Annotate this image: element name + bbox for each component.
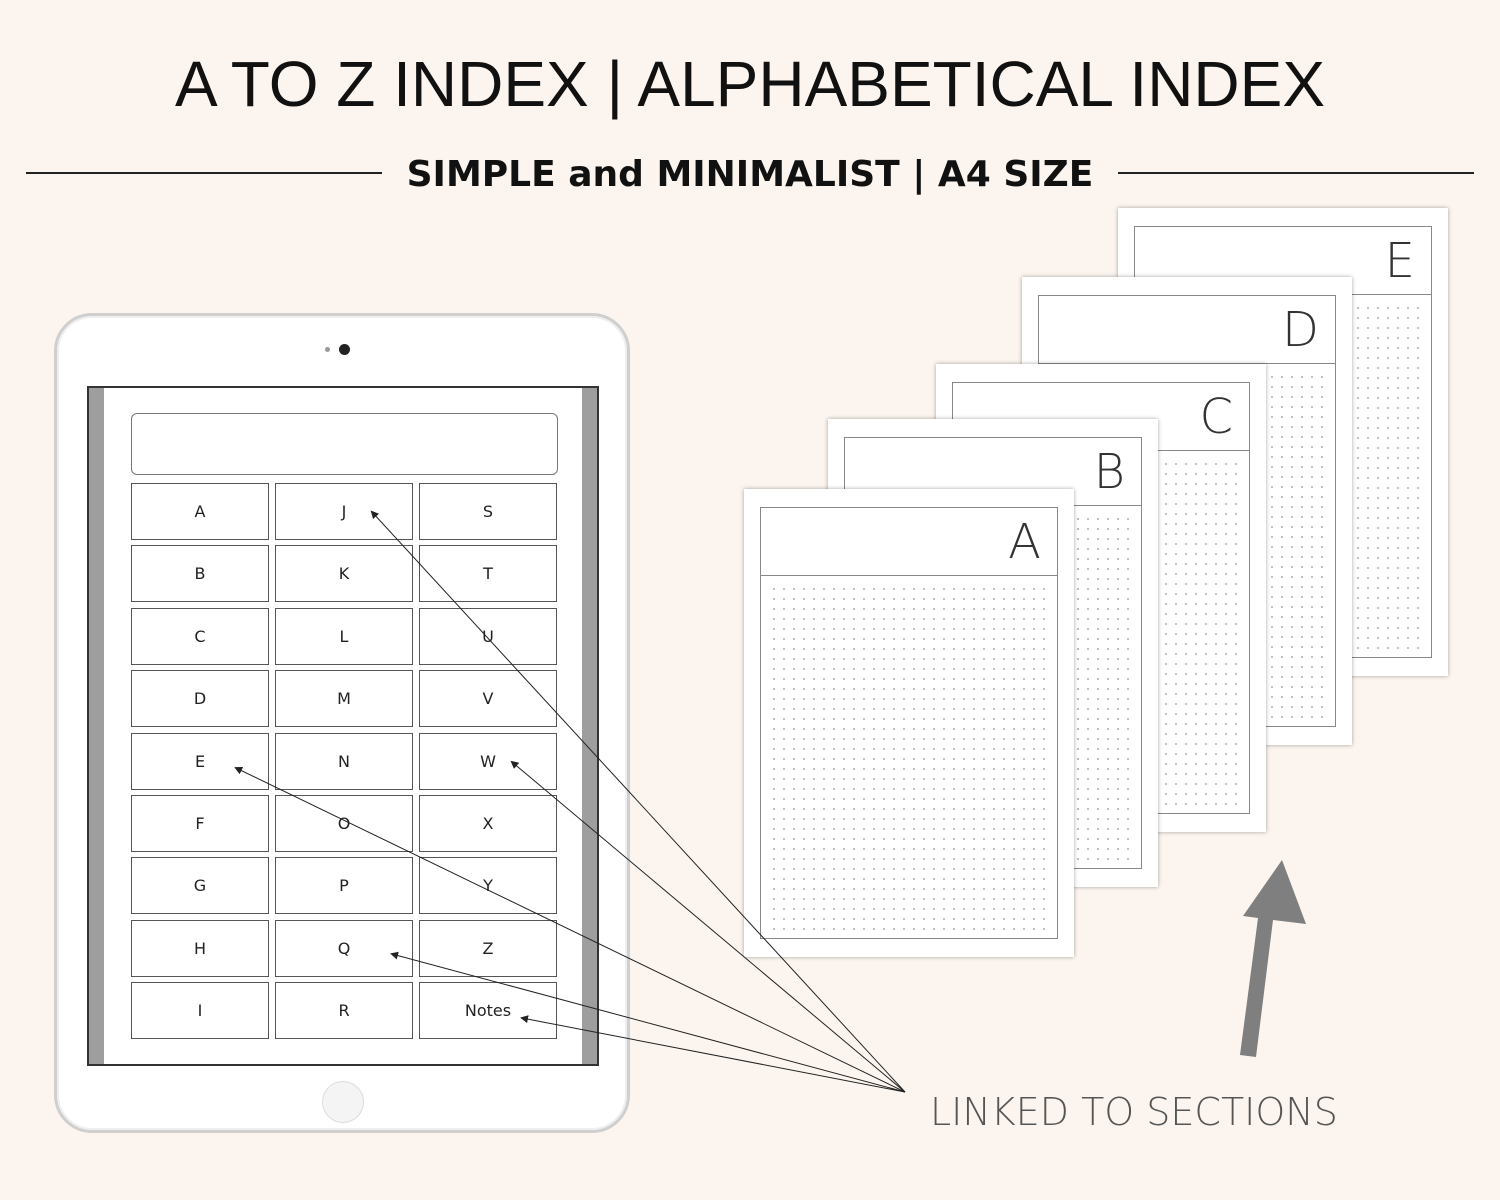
index-link-o[interactable]: O: [275, 794, 413, 852]
index-link-s[interactable]: S: [419, 483, 557, 540]
index-link-f[interactable]: F: [131, 794, 269, 852]
connector-line-notes: [520, 1015, 906, 1093]
index-link-l[interactable]: L: [275, 607, 413, 665]
index-link-u[interactable]: U: [419, 607, 557, 665]
index-link-d[interactable]: D: [131, 670, 269, 728]
caption: LINKED TO SECTIONS: [930, 1090, 1338, 1134]
divider-left: [26, 172, 382, 174]
index-link-t[interactable]: T: [419, 545, 557, 603]
index-link-m[interactable]: M: [275, 670, 413, 728]
index-link-r[interactable]: R: [275, 982, 413, 1040]
index-link-a[interactable]: A: [131, 483, 269, 540]
section-page-a: A: [744, 489, 1074, 957]
page-title: A TO Z INDEX | ALPHABETICAL INDEX: [174, 48, 1326, 120]
index-link-e[interactable]: E: [131, 732, 269, 790]
connector-line-w: [510, 760, 906, 1093]
connector-line-e: [234, 767, 906, 1093]
subtitle: SIMPLE and MINIMALIST | A4 SIZE: [406, 154, 1094, 195]
subtitle-row: SIMPLE and MINIMALIST | A4 SIZE: [26, 150, 1474, 196]
index-link-k[interactable]: K: [275, 545, 413, 603]
sensor-dot: [325, 347, 330, 352]
connector-line-j: [370, 510, 906, 1093]
index-link-b[interactable]: B: [131, 545, 269, 603]
home-button[interactable]: [322, 1081, 364, 1123]
section-letter-b: B: [1093, 444, 1125, 500]
section-letter-e: E: [1384, 233, 1415, 289]
index-link-v[interactable]: V: [419, 670, 557, 728]
section-letter-a: A: [1008, 514, 1041, 570]
section-letter-d: D: [1282, 302, 1319, 358]
dot-grid: [769, 584, 1049, 930]
index-link-j[interactable]: J: [275, 483, 413, 540]
index-link-x[interactable]: X: [419, 794, 557, 852]
index-link-h[interactable]: H: [131, 919, 269, 977]
section-letter-c: C: [1199, 389, 1233, 445]
up-arrow-icon: [1240, 860, 1306, 1057]
index-link-p[interactable]: P: [275, 857, 413, 915]
index-link-i[interactable]: I: [131, 982, 269, 1040]
connector-lines: [234, 510, 906, 1093]
index-link-c[interactable]: C: [131, 607, 269, 665]
divider-right: [1118, 172, 1474, 174]
index-link-y[interactable]: Y: [419, 857, 557, 915]
index-link-q[interactable]: Q: [275, 919, 413, 977]
index-link-notes[interactable]: Notes: [419, 982, 557, 1040]
index-link-n[interactable]: N: [275, 732, 413, 790]
connector-line-q: [390, 951, 906, 1093]
index-link-g[interactable]: G: [131, 857, 269, 915]
camera-icon: [339, 344, 350, 355]
index-header-box: [131, 413, 558, 475]
